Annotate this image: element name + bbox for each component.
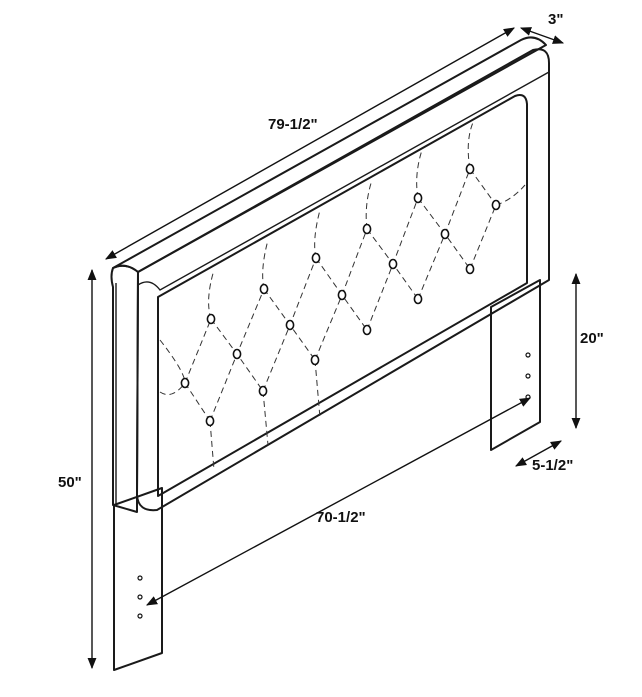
dimension-lines <box>87 27 581 670</box>
depth-dimension-line <box>519 27 565 44</box>
tufted-panel <box>157 94 528 497</box>
tuft-button <box>440 228 450 240</box>
width-dimension-line <box>105 27 515 260</box>
tuft-button <box>362 223 372 235</box>
tuft-button <box>337 289 347 301</box>
tuft-button <box>311 252 321 264</box>
right-leg-hole <box>525 373 531 379</box>
tuft-button <box>258 385 268 397</box>
right-leg <box>490 279 541 451</box>
tuft-button <box>465 163 475 175</box>
tuft-button <box>180 377 190 389</box>
tuft-button <box>259 283 269 295</box>
tuft-button <box>362 324 372 336</box>
leg-spacing-dimension-line <box>146 397 531 606</box>
tuft-button <box>413 293 423 305</box>
tuft-button <box>413 192 423 204</box>
right-leg-hole <box>525 352 531 358</box>
left-leg-hole <box>137 575 143 581</box>
width-label: 79-1/2" <box>268 116 318 133</box>
leg-width-label: 5-1/2" <box>532 457 573 474</box>
tuft-button <box>205 415 215 427</box>
depth-label: 3" <box>548 11 563 28</box>
tuft-button <box>465 263 475 275</box>
headboard-frame <box>110 36 550 513</box>
tuft-button <box>310 354 320 366</box>
left-leg-hole <box>137 594 143 600</box>
tuft-button <box>388 258 398 270</box>
dimension-labels: 79-1/2" 3" 50" 20" 5-1/2" 70-1/2" <box>58 11 604 526</box>
tuft-button <box>285 319 295 331</box>
leg-height-label: 20" <box>580 330 604 347</box>
leg-spacing-label: 70-1/2" <box>316 509 366 526</box>
tuft-button <box>206 313 216 325</box>
left-leg-hole <box>137 613 143 619</box>
left-leg <box>113 487 163 671</box>
tuft-button <box>491 199 501 211</box>
height-label: 50" <box>58 474 82 491</box>
tuft-button <box>232 348 242 360</box>
